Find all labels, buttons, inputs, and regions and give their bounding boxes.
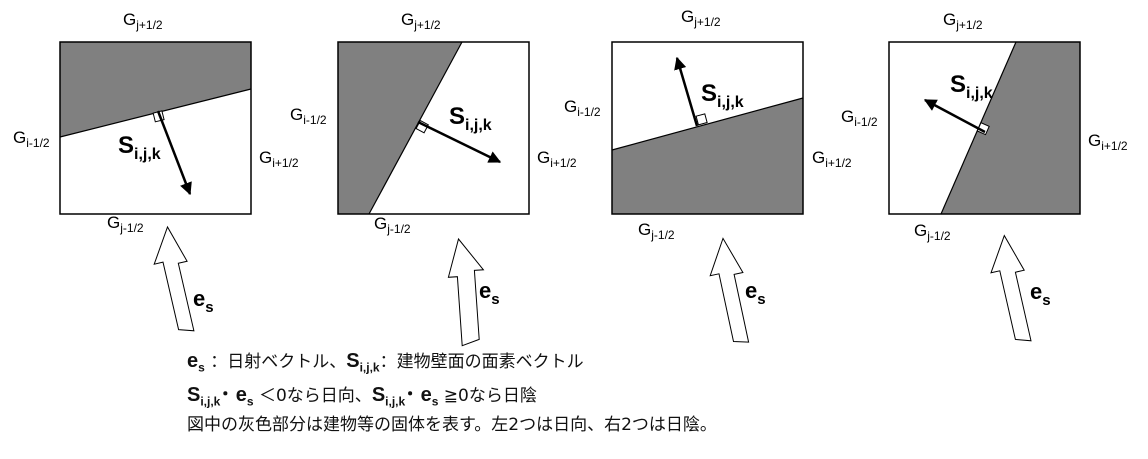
cell-panel-1: Gj+1/2 Gi-1/2 Gi+1/2 Gj-1/2 Si,j,k [13,10,299,235]
sun-vector-arrow [990,234,1032,342]
label-s-vector: Si,j,k [118,132,161,163]
label-g-top: Gj+1/2 [123,10,163,32]
legend-line-3: 図中の灰色部分は建物等の固体を表す。左2つは日向、右2つは日陰。 [187,415,717,435]
label-g-bottom: Gj-1/2 [914,221,951,243]
label-g-right: Gi+1/2 [537,148,577,170]
label-s-vector: Si,j,k [950,71,993,102]
label-g-left: Gi-1/2 [564,97,601,119]
right-angle-mark [976,122,990,136]
right-angle-mark [695,113,708,126]
sun-vector-arrow [447,237,485,347]
label-g-bottom: Gj-1/2 [638,220,675,242]
label-g-left: Gi-1/2 [290,105,327,127]
label-e-vector: es [745,278,766,308]
surface-normal-vector [923,98,986,134]
sun-vector-arrow [709,237,750,343]
label-g-bottom: Gj-1/2 [374,214,411,236]
solid-region [60,42,251,137]
cell-panel-4: Gj+1/2 Gi-1/2 Gi+1/2 Gj-1/2 Si,j,k [841,10,1128,243]
label-g-left: Gi-1/2 [841,107,878,129]
solid-region [612,98,803,214]
label-g-top: Gj+1/2 [943,10,983,32]
cell-panel-2: Gj+1/2 Gi-1/2 Gi+1/2 Gj-1/2 Si,j,k [290,10,577,236]
surface-normal-vector [674,56,699,127]
label-g-bottom: Gj-1/2 [107,213,144,235]
label-g-right: Gi+1/2 [1088,131,1128,153]
label-g-right: Gi+1/2 [259,148,299,170]
surface-normal-vector [156,110,192,196]
legend-line-2: Si,j,k･ es ＜0なら日向、Si,j,k･ es ≧0なら日陰 [187,384,537,409]
solid-region [941,42,1080,214]
label-e-vector: es [193,286,214,316]
label-s-vector: Si,j,k [701,80,744,111]
cell-panel-3: Gj+1/2 Gi-1/2 Gi+1/2 Gj-1/2 Si,j,k [564,7,852,242]
label-e-vector: es [479,278,500,308]
label-s-vector: Si,j,k [449,103,492,134]
label-g-right: Gi+1/2 [812,148,852,170]
sun-vector-arrow [153,225,195,332]
solid-region [338,42,462,214]
legend-line-1: es ：日射ベクトル、Si,j,k：建物壁面の面素ベクトル [187,350,584,375]
label-g-top: Gj+1/2 [401,10,441,32]
label-e-vector: es [1030,279,1051,309]
surface-normal-vector [417,120,502,164]
label-g-top: Gj+1/2 [681,7,721,29]
label-g-left: Gi-1/2 [13,128,50,150]
